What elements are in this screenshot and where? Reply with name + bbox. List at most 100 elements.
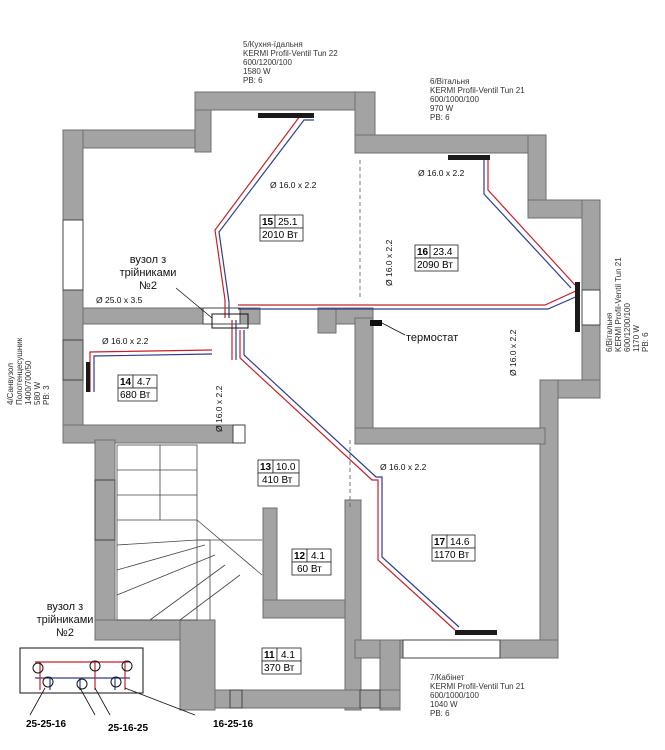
thermostat-label: термостат: [406, 332, 458, 344]
manifold-node: [211, 313, 249, 329]
node-detail: вузол з трійниками №2 25-25-16 25-16-25 …: [19, 601, 253, 734]
svg-text:970 W: 970 W: [430, 104, 454, 113]
window-stair: [94, 479, 116, 541]
radiator-5: [258, 113, 314, 118]
pipes: [89, 115, 581, 631]
svg-text:2010 Вт: 2010 Вт: [262, 230, 298, 241]
svg-text:4.1: 4.1: [311, 551, 325, 562]
node-leader: [175, 287, 213, 319]
wall-study-left: [344, 499, 362, 711]
radiator-label-6b: 6/Вітальня KERMI Profil-Ventil Tun 21 60…: [605, 257, 650, 352]
window-right: [581, 289, 601, 326]
windows: [62, 219, 601, 659]
wall-inner-stub: [239, 307, 261, 325]
wall-left-mid: [62, 289, 84, 441]
svg-text:Полотенцесушник: Полотенцесушник: [15, 337, 24, 405]
svg-text:PB: 6: PB: 6: [243, 76, 263, 85]
wall-inner-vertical: [354, 317, 374, 444]
svg-text:25.1: 25.1: [278, 217, 298, 228]
wall-thermo-left: [317, 307, 337, 334]
svg-text:600/1200/100: 600/1200/100: [243, 58, 292, 67]
svg-text:16: 16: [417, 247, 429, 258]
svg-text:KERMI Profil-Ventil Tun 21: KERMI Profil-Ventil Tun 21: [430, 682, 525, 691]
svg-text:№2: №2: [139, 280, 157, 292]
svg-text:1580 W: 1580 W: [243, 67, 271, 76]
svg-text:Ø 16.0 x 2.2: Ø 16.0 x 2.2: [270, 180, 317, 190]
wall-kitchen-top: [194, 91, 364, 111]
room-17: 17 14.6 1170 Вт: [431, 534, 476, 562]
wall-bottom: [214, 689, 401, 709]
svg-text:600/1200/100: 600/1200/100: [623, 303, 632, 352]
svg-text:11: 11: [264, 650, 275, 661]
window-left-upper: [62, 219, 84, 291]
svg-text:Ø 16.0 x 2.2: Ø 16.0 x 2.2: [418, 168, 465, 178]
svg-text:14: 14: [120, 377, 132, 388]
room-16: 16 23.4 2090 Вт: [414, 244, 459, 272]
radiator-7: [455, 630, 497, 635]
svg-text:680 Вт: 680 Вт: [120, 390, 151, 401]
radiator-label-7: 7/Кабінет KERMI Profil-Ventil Tun 21 600…: [430, 673, 525, 718]
svg-text:2090 Вт: 2090 Вт: [417, 260, 453, 271]
svg-text:1400/700/50: 1400/700/50: [24, 360, 33, 405]
tee-label-a: 25-25-16: [26, 719, 66, 730]
svg-text:12: 12: [294, 551, 306, 562]
svg-text:23.4: 23.4: [433, 247, 453, 258]
room-14: 14 4.7 680 Вт: [117, 374, 158, 402]
svg-text:600/1000/100: 600/1000/100: [430, 95, 479, 104]
svg-text:PB: 3: PB: 3: [42, 385, 51, 405]
svg-text:PB: 6: PB: 6: [430, 113, 450, 122]
room-13: 13 10.0 410 Вт: [257, 459, 300, 487]
svg-text:4.1: 4.1: [281, 650, 295, 661]
svg-text:4.7: 4.7: [137, 377, 151, 388]
radiator-label-5: 5/Кухня-їдальня KERMI Profil-Ventil Tun …: [243, 40, 338, 85]
svg-text:17: 17: [434, 537, 446, 548]
svg-text:PB: 6: PB: 6: [641, 332, 650, 352]
svg-text:1170 W: 1170 W: [632, 325, 641, 352]
wall-living-top: [354, 134, 531, 154]
svg-text:10.0: 10.0: [276, 462, 296, 473]
svg-text:410 Вт: 410 Вт: [262, 475, 293, 486]
wall-bath-top: [82, 307, 204, 325]
svg-text:580 W: 580 W: [33, 381, 42, 405]
svg-text:6/Вітальня: 6/Вітальня: [605, 313, 614, 352]
svg-text:Ø 16.0 x 2.2: Ø 16.0 x 2.2: [384, 239, 394, 286]
svg-text:6/Вітальня: 6/Вітальня: [430, 77, 469, 86]
svg-text:13: 13: [260, 462, 272, 473]
radiator-4: [86, 362, 90, 392]
window-left-bath: [62, 339, 84, 381]
svg-text:600/1000/100: 600/1000/100: [430, 691, 479, 700]
svg-text:4/Санвузол: 4/Санвузол: [6, 363, 15, 405]
radiator-label-6a: 6/Вітальня KERMI Profil-Ventil Tun 21 60…: [430, 77, 525, 122]
svg-text:1040 W: 1040 W: [430, 700, 458, 709]
svg-text:Ø 16.0 x 2.2: Ø 16.0 x 2.2: [102, 336, 149, 346]
radiator-6a: [448, 155, 490, 160]
svg-text:Ø 16.0 x 2.2: Ø 16.0 x 2.2: [380, 462, 427, 472]
wall-bottom-left: [179, 619, 216, 711]
svg-text:вузол з: вузол з: [47, 601, 83, 613]
wall-study-top: [354, 427, 546, 445]
room-15: 15 25.1 2010 Вт: [259, 214, 304, 242]
room-11: 11 4.1 370 Вт: [261, 647, 302, 675]
wall-living-right-upper: [527, 134, 547, 211]
tee-label-b: 25-16-25: [108, 723, 148, 734]
doors: [202, 307, 381, 709]
svg-text:вузол з: вузол з: [130, 254, 166, 266]
wall-living-step: [527, 199, 589, 219]
svg-text:14.6: 14.6: [450, 537, 470, 548]
wall-right-upper: [581, 199, 601, 291]
radiator-6b: [575, 282, 580, 332]
svg-text:Ø 16.0 x 2.2: Ø 16.0 x 2.2: [508, 329, 518, 376]
thermostat-icon: [370, 320, 382, 326]
svg-text:№2: №2: [56, 627, 74, 639]
wall-bath-bottom: [62, 424, 234, 444]
svg-text:5/Кухня-їдальня: 5/Кухня-їдальня: [243, 40, 303, 49]
wall-wc-left: [262, 507, 278, 609]
node-label-main: вузол з трійниками №2: [120, 254, 177, 292]
svg-text:370 Вт: 370 Вт: [264, 663, 295, 674]
svg-text:KERMI Profil-Ventil Tun 22: KERMI Profil-Ventil Tun 22: [243, 49, 338, 58]
node-detail-frame: [19, 647, 144, 694]
wall-wc-top: [262, 599, 356, 619]
svg-text:Ø 16.0 x 2.2: Ø 16.0 x 2.2: [214, 385, 224, 432]
svg-text:KERMI Profil-Ventil Tun 21: KERMI Profil-Ventil Tun 21: [614, 257, 623, 352]
